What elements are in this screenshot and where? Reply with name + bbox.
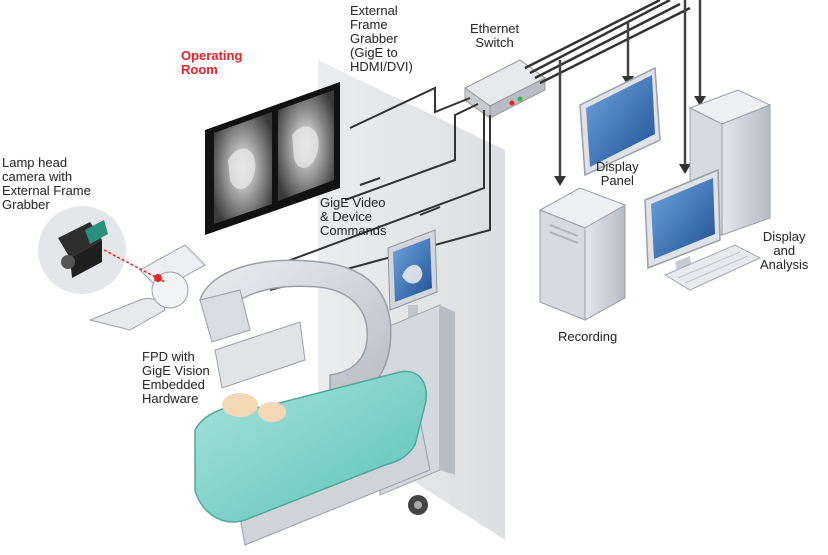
display-monitor-icon xyxy=(579,66,661,177)
keyboard-icon xyxy=(663,244,762,291)
label-external-frame-grabber: External Frame Grabber (GigE to HDMI/DVI… xyxy=(350,3,413,74)
surgical-lamp xyxy=(88,244,206,331)
label-gige-video: GigE Video & Device Commands xyxy=(320,195,387,238)
network-bus-cables xyxy=(524,0,691,85)
label-operating-room: Operating Room xyxy=(181,48,243,77)
xray-display-panel xyxy=(205,82,340,235)
workstation-monitor-icon xyxy=(644,168,721,276)
label-display-and-analysis: Display and Analysis xyxy=(760,229,809,272)
label-ethernet-switch: Ethernet Switch xyxy=(470,21,520,50)
camera-beam xyxy=(103,249,166,283)
label-lamp-head-camera: Lamp head camera with External Frame Gra… xyxy=(2,155,91,212)
lamp-head-camera-icon xyxy=(38,206,126,294)
ethernet-switch-icon xyxy=(464,59,546,119)
label-display-panel: Display Panel xyxy=(596,159,639,188)
c-arm-xray-icon xyxy=(199,259,392,399)
label-recording: Recording xyxy=(558,329,618,344)
network-drop-cables xyxy=(558,0,702,180)
patient-table xyxy=(194,370,431,546)
label-fpd: FPD with GigE Vision Embedded Hardware xyxy=(142,349,210,406)
recording-tower-icon xyxy=(538,187,627,321)
